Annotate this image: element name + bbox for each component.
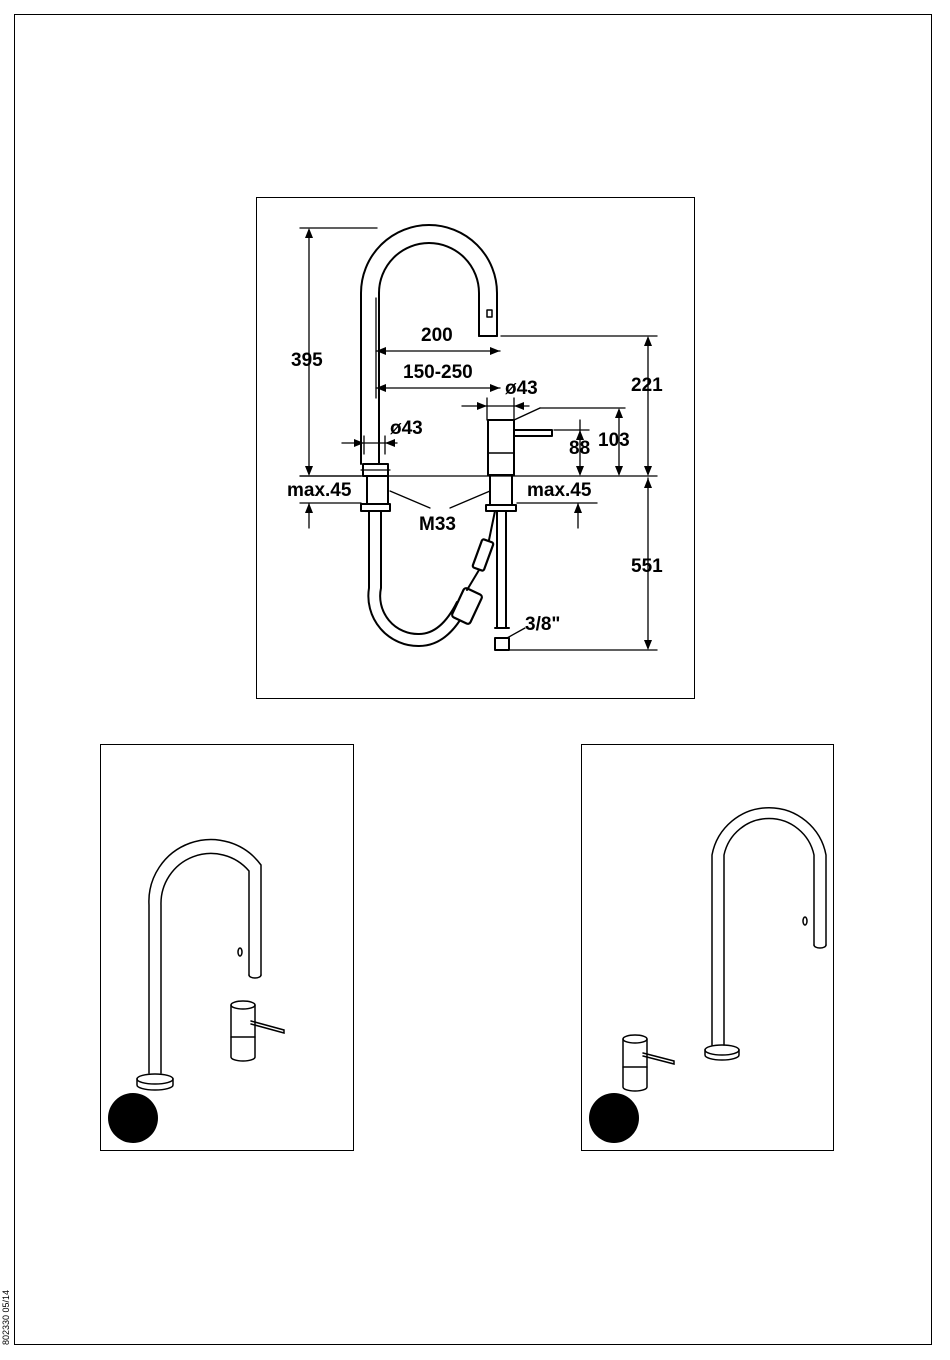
dim-103: 103 [598,430,630,451]
lever-body [231,1005,255,1061]
faucet-variant-right-drawing [582,745,835,1152]
hose-weight [451,587,483,624]
spout-shank [367,476,388,504]
spout-body [149,840,261,1073]
dimension-diagram-panel: 395 200 150-250 ø43 ø43 88 103 221 max.4… [256,197,695,699]
dim-395: 395 [291,350,323,371]
variant-marker-right [589,1093,639,1143]
dim-150-250: 150-250 [403,362,473,383]
lever-body [623,1039,647,1091]
spout-base [137,1074,173,1084]
faucet-dimension-drawing: 395 200 150-250 ø43 ø43 88 103 221 max.4… [257,198,696,700]
hose-coupling [472,539,494,571]
lever-body [488,420,514,475]
document-code: 802330 05/14 [1,1290,11,1345]
dim-3-8-inch: 3/8" [525,614,560,635]
dim-200: 200 [421,325,453,346]
dim-m33: M33 [419,514,456,535]
variant-panel-left [100,744,354,1151]
dim-max45-right: max.45 [527,480,592,501]
lever-handle [251,1021,284,1033]
variant-marker-left [108,1093,158,1143]
lever-top [623,1035,647,1043]
dim-551: 551 [631,556,663,577]
lever-handle [514,430,552,436]
connector-3-8 [495,638,509,650]
spout-base [705,1045,739,1055]
spout-body [712,808,826,1045]
dim-diameter-spout: ø43 [390,418,423,439]
dim-diameter-lever: ø43 [505,378,538,399]
dim-88: 88 [569,438,590,459]
dim-max45-left: max.45 [287,480,352,501]
variant-panel-right [581,744,834,1151]
faucet-variant-left-drawing [101,745,355,1152]
dim-221: 221 [631,375,663,396]
lever-top [231,1001,255,1009]
